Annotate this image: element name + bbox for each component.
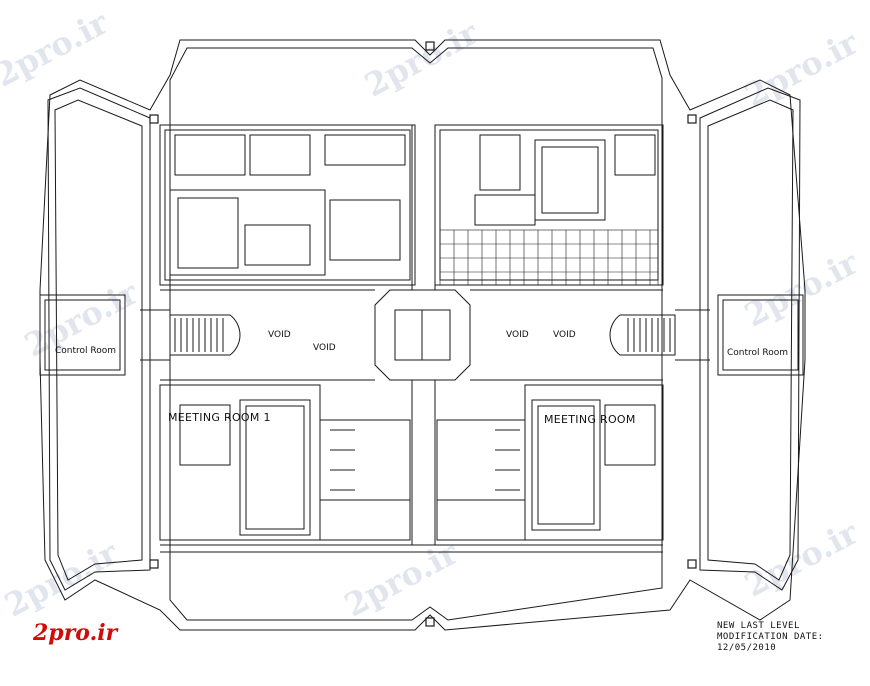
- control-room-left-box: [39, 294, 126, 376]
- service-block-right: [434, 124, 664, 286]
- toilets-right: [436, 419, 526, 501]
- meeting-room-2-label: MEETING ROOM: [544, 413, 636, 426]
- toilets-left: [319, 419, 411, 501]
- tile-grid: [439, 229, 659, 286]
- service-block-left: [159, 124, 416, 286]
- meeting-room-1-label: MEETING ROOM 1: [168, 411, 271, 424]
- control-room-right-label: Control Room: [727, 348, 789, 358]
- note-line-3: 12/05/2010: [717, 643, 777, 653]
- control-room-right-box: [717, 294, 804, 376]
- left-wing-wall: [47, 87, 151, 591]
- note-line-1: NEW LAST LEVEL: [717, 621, 800, 631]
- site-logo: 2pro.ir: [33, 620, 118, 646]
- void-label: VOID: [553, 330, 576, 340]
- void-label: VOID: [268, 330, 291, 340]
- inner-wall: [169, 47, 663, 621]
- stair-right: [609, 309, 710, 361]
- stair-left: [140, 309, 241, 361]
- right-wing-wall: [699, 87, 801, 591]
- control-room-left-label: Control Room: [55, 346, 117, 356]
- central-core: [374, 289, 471, 381]
- note-line-2: MODIFICATION DATE:: [717, 632, 824, 642]
- void-label: VOID: [313, 343, 336, 353]
- void-label: VOID: [506, 330, 529, 340]
- outer-wall: [39, 39, 806, 631]
